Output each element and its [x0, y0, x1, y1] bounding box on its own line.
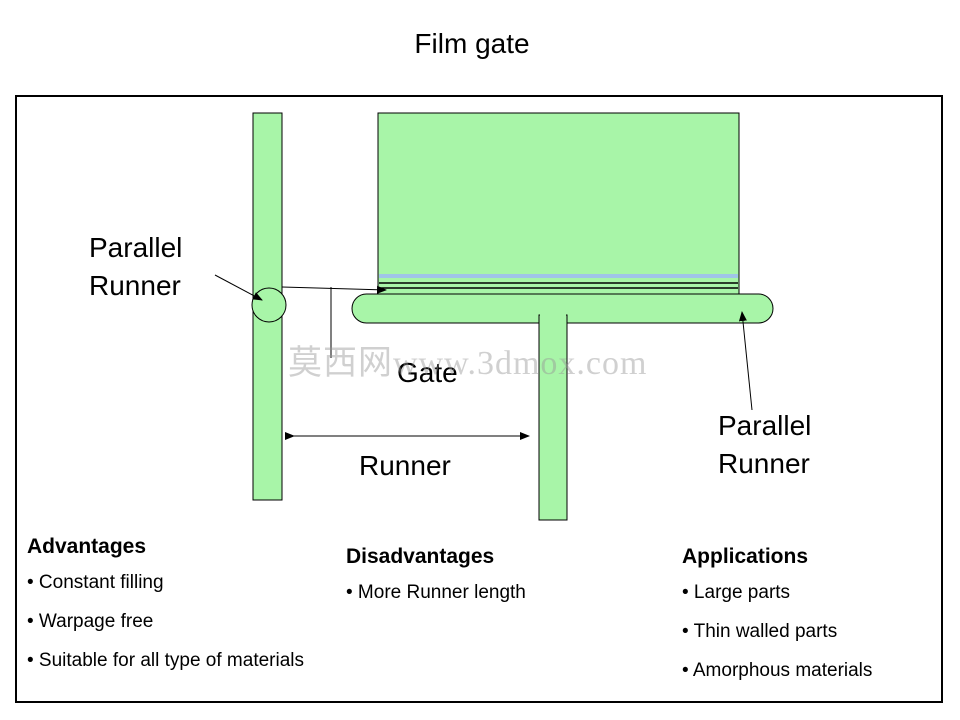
- slide-title: Film gate: [414, 28, 530, 59]
- diagram-frame: [15, 95, 943, 703]
- label-parallel-runner-left: Parallel Runner: [89, 229, 182, 305]
- label-runner: Runner: [359, 450, 451, 481]
- main-runner: [538, 314, 568, 521]
- list-item: • Warpage free: [27, 611, 154, 632]
- label-gate: Gate: [397, 357, 458, 388]
- applications-section: Applications • Large parts • Thin walled…: [682, 545, 872, 699]
- disadvantages-section: Disadvantages • More Runner length: [346, 545, 526, 621]
- list-item: • Amorphous materials: [682, 660, 873, 681]
- list-item: • Suitable for all type of materials: [27, 650, 305, 671]
- runner-junction: [540, 310, 566, 324]
- arrow-gate-to-runner: [281, 285, 387, 294]
- label-line: Runner: [89, 270, 181, 301]
- arrow-parallel-runner-left: [214, 274, 263, 301]
- list-item: • More Runner length: [346, 582, 526, 603]
- watermark: 莫西网www.3dmox.com: [288, 345, 648, 382]
- list-item: • Thin walled parts: [682, 621, 838, 642]
- advantages-heading: Advantages: [27, 535, 147, 558]
- list-item: • Constant filling: [27, 572, 164, 593]
- label-parallel-runner-right: Parallel Runner: [718, 407, 811, 483]
- runner-cross-section: [251, 287, 287, 323]
- list-item: • Large parts: [682, 582, 791, 603]
- disadvantages-heading: Disadvantages: [346, 545, 495, 568]
- label-line: Parallel: [718, 410, 812, 441]
- label-line: Parallel: [89, 232, 183, 263]
- label-line: Runner: [718, 448, 810, 479]
- applications-heading: Applications: [682, 545, 809, 568]
- molded-part: [377, 112, 740, 295]
- advantages-section: Advantages • Constant filling • Warpage …: [27, 535, 304, 689]
- arrow-parallel-runner-right: [738, 311, 753, 411]
